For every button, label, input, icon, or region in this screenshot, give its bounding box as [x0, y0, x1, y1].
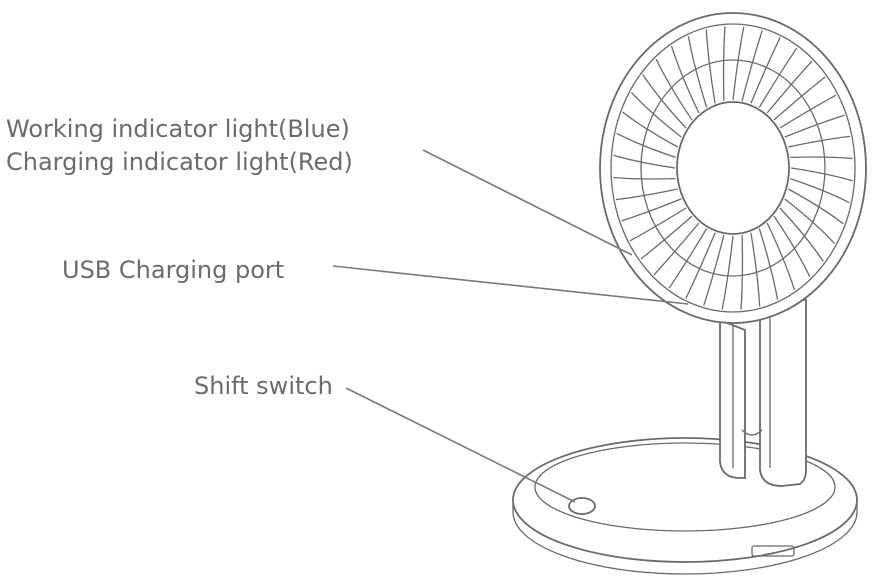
shift-switch-knob[interactable] — [568, 497, 596, 515]
working-light-label: Working indicator light(Blue) — [6, 115, 350, 143]
shift-switch-callout — [345, 387, 576, 503]
indicator-light-callout — [422, 149, 633, 256]
usb-port-callout — [332, 265, 689, 305]
shift-switch-label: Shift switch — [194, 372, 333, 400]
fan-head — [599, 12, 867, 324]
fan-stand — [719, 299, 807, 487]
charging-light-label: Charging indicator light(Red) — [6, 148, 353, 176]
usb-port-label: USB Charging port — [62, 256, 285, 284]
